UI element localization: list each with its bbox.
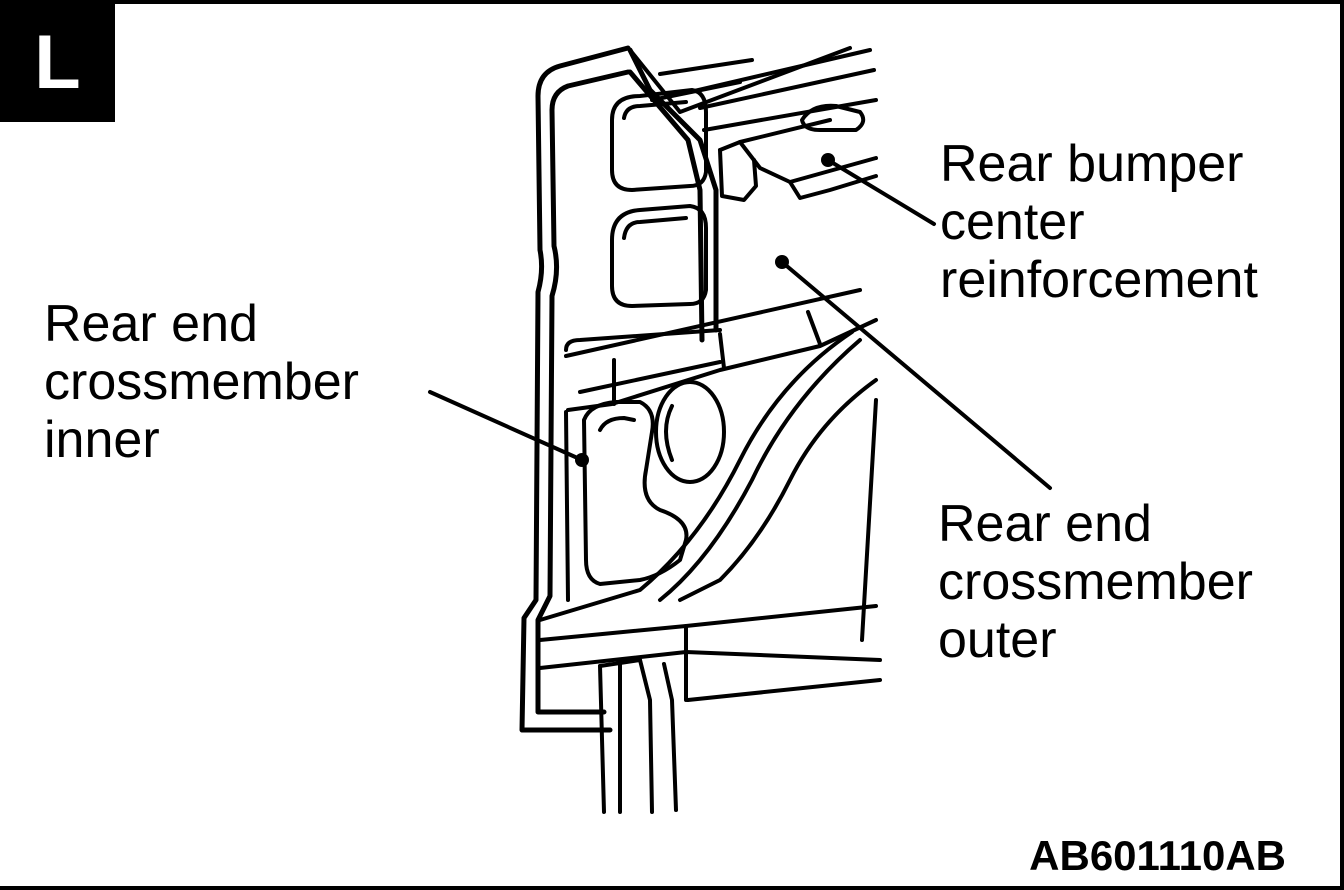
dot-bumper — [821, 153, 835, 167]
bumper-bracket — [718, 103, 878, 202]
leader-dots — [575, 153, 835, 467]
leader-inner — [428, 390, 584, 462]
curved-members — [538, 330, 882, 702]
dot-inner — [575, 453, 589, 467]
view-badge: L — [0, 4, 115, 122]
panel-recesses — [610, 88, 708, 308]
label-rear-end-crossmember-outer: Rear end crossmember outer — [938, 495, 1253, 669]
figure-code: AB601110AB — [1029, 832, 1286, 879]
leader-lines — [428, 158, 1052, 490]
inner-panel — [564, 380, 726, 602]
lower-post — [598, 658, 882, 814]
dot-outer — [775, 255, 789, 269]
leader-outer — [780, 260, 1052, 490]
leader-bumper — [826, 158, 936, 226]
label-rear-end-crossmember-inner: Rear end crossmember inner — [44, 295, 359, 469]
label-rear-bumper-center-reinforcement: Rear bumper center reinforcement — [940, 135, 1258, 309]
